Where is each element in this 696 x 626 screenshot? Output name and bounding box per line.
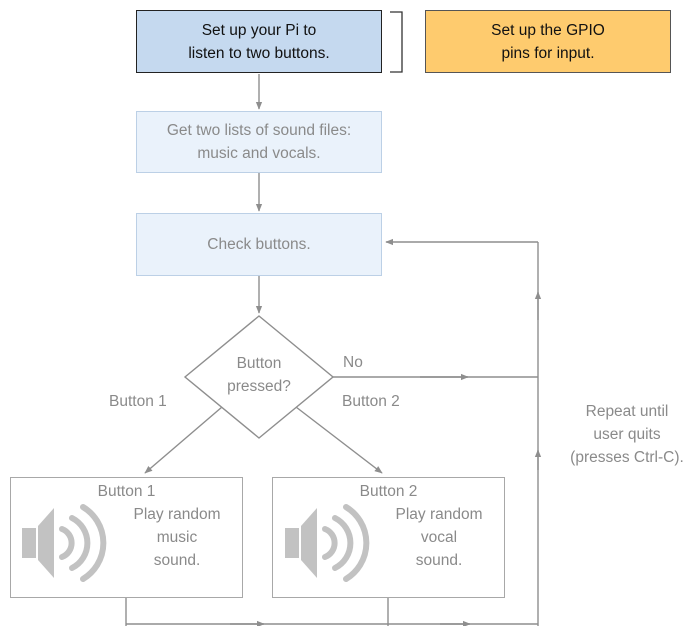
setup-gpio-step: Set up the GPIO pins for input. — [425, 10, 671, 73]
check-buttons-step: Check buttons. — [136, 213, 382, 276]
action-text: Play random vocal sound. — [395, 506, 483, 569]
button1-action-box: Button 1 Play random music sound. — [10, 477, 243, 598]
action-title: Button 2 — [359, 483, 418, 500]
button1-branch-label: Button 1 — [109, 393, 167, 410]
speaker-icon — [22, 504, 107, 582]
button2-action-box: Button 2 Play random vocal sound. — [272, 477, 505, 598]
button2-branch-label: Button 2 — [342, 393, 400, 410]
action-text: Play random music sound. — [133, 506, 221, 569]
setup-pi-step: Set up your Pi to listen to two buttons. — [136, 10, 382, 73]
bracket-connector — [390, 11, 403, 73]
arrow-button1 — [144, 406, 223, 474]
loop-note: Repeat until user quits (presses Ctrl-C)… — [570, 403, 684, 466]
get-sound-lists-step: Get two lists of sound files: music and … — [136, 111, 382, 173]
speaker-icon — [285, 504, 370, 582]
action-title: Button 1 — [97, 483, 156, 500]
arrow-button2 — [295, 406, 383, 474]
no-branch-label: No — [343, 354, 363, 371]
decision-label: Button pressed? — [227, 355, 291, 395]
